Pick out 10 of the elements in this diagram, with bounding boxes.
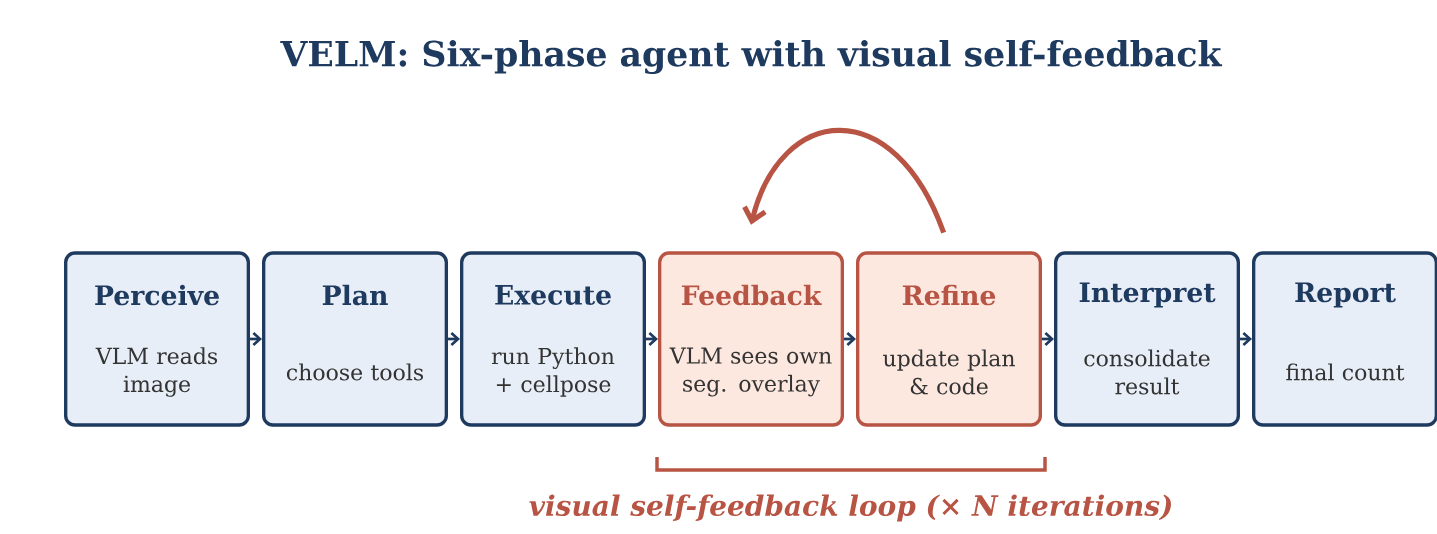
title: VELM: Six-phase agent with visual self-feedback [280, 39, 1223, 74]
process-box: Report final count [1252, 251, 1437, 427]
process-box: Feedback VLM sees own seg. overlay [658, 251, 844, 427]
process-box: Execute run Python + cellpose [460, 251, 646, 427]
process-box: Interpret consolidate result [1054, 251, 1240, 427]
loop-arrow [742, 127, 946, 234]
process-box: Plan choose tools [262, 251, 448, 427]
process-box: Perceive VLM reads image [64, 251, 250, 427]
bracket-label: visual self-feedback loop (× N iterations) [529, 494, 1171, 522]
process-box: Refine update plan & code [856, 251, 1042, 427]
